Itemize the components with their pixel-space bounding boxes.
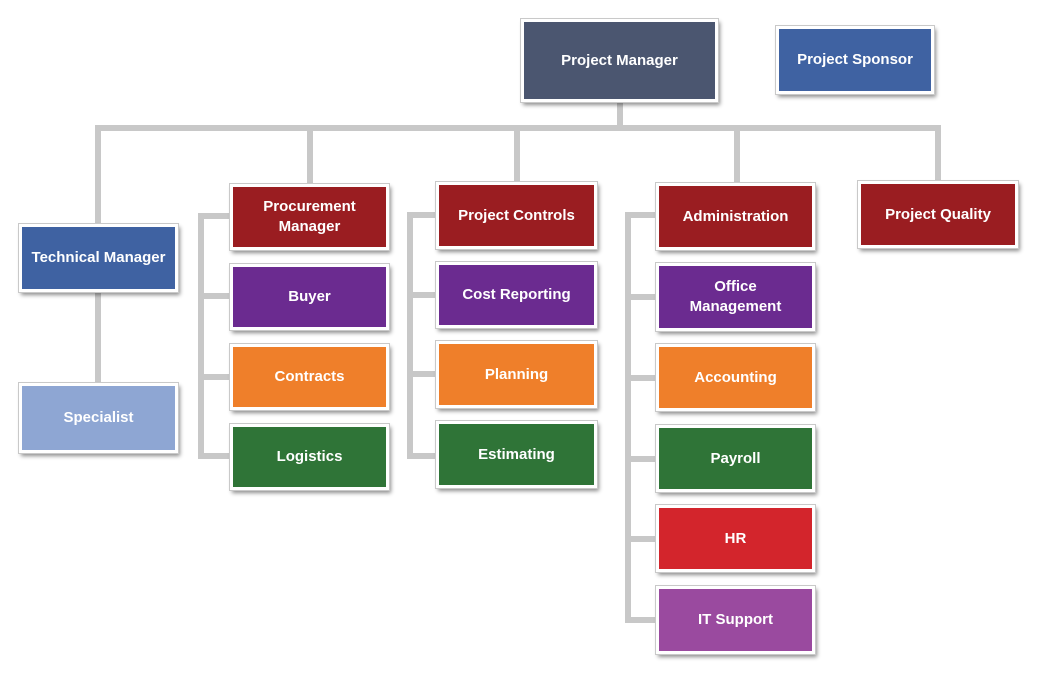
node-label: Administration [682,207,789,225]
node-label-line1: Procurement [263,198,356,215]
node-project-sponsor: Project Sponsor [776,26,934,94]
node-payroll: Payroll [656,425,815,492]
node-label: IT Support [698,611,773,628]
node-estimating: Estimating [436,421,597,488]
node-project-controls: Project Controls [436,182,597,249]
node-label: Contracts [274,368,345,385]
node-project-manager: Project Manager [521,19,718,102]
node-office-management: Office Management [656,263,815,331]
node-planning: Planning [436,341,597,408]
node-logistics: Logistics [230,424,389,490]
node-label: Technical Manager [31,249,166,266]
node-contracts: Contracts [230,344,389,410]
node-label: Cost Reporting [462,286,571,303]
node-label: Payroll [710,449,761,467]
node-label: HR [724,529,747,547]
node-administration: Administration [656,183,815,250]
node-label: Office Management [690,277,782,317]
node-cost-reporting: Cost Reporting [436,262,597,328]
node-label-line2: Management [689,298,782,315]
node-label: Project Quality [885,205,991,223]
node-label: Buyer [288,288,331,305]
node-label: Project Controls [458,206,575,224]
node-technical-manager: Technical Manager [19,224,178,292]
node-label-line2: Manager [278,218,341,235]
node-label: Logistics [276,448,343,465]
node-specialist: Specialist [19,383,178,453]
node-buyer: Buyer [230,264,389,330]
node-label: Procurement Manager [263,197,356,237]
node-label: Specialist [63,409,134,426]
node-project-quality: Project Quality [858,181,1018,248]
node-accounting: Accounting [656,344,815,411]
node-label: Project Manager [561,51,678,69]
node-it-support: IT Support [656,586,815,654]
node-label-line1: Office [714,278,757,295]
node-label: Estimating [478,445,555,463]
node-label: Project Sponsor [797,51,913,68]
node-label: Planning [484,365,549,383]
node-hr: HR [656,505,815,572]
node-procurement-manager: Procurement Manager [230,184,389,250]
node-label: Accounting [694,368,777,386]
